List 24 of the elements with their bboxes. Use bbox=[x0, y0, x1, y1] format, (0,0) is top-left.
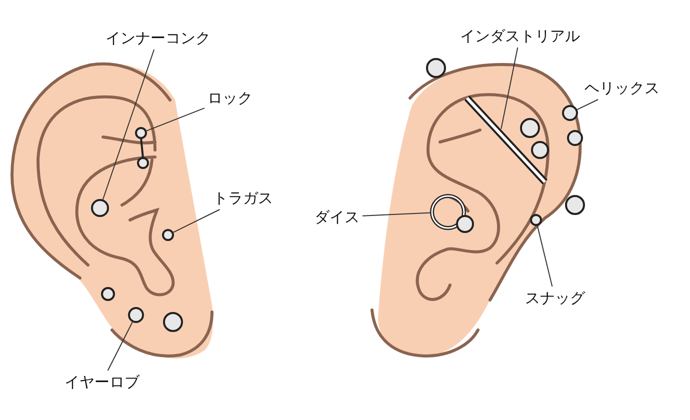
leader-line bbox=[146, 108, 205, 132]
leader-line bbox=[102, 49, 155, 200]
leader-line bbox=[536, 225, 553, 287]
leader-line bbox=[362, 212, 432, 216]
piercing-stud bbox=[161, 228, 175, 242]
piercing-stud bbox=[134, 126, 148, 140]
part-label: イヤーロブ bbox=[64, 374, 140, 390]
leader-line bbox=[500, 47, 518, 130]
part-label: インダストリアル bbox=[460, 28, 580, 44]
part-label: ヘリックス bbox=[584, 80, 660, 96]
piercing-stud bbox=[529, 213, 543, 227]
part-label: トラガス bbox=[213, 190, 273, 206]
part-label: インナーコンク bbox=[106, 30, 210, 46]
industrial-barbell bbox=[463, 94, 549, 186]
leader-line bbox=[576, 99, 599, 110]
leader-line bbox=[107, 322, 133, 371]
part-label: ロック bbox=[208, 90, 252, 106]
piercing-stud bbox=[127, 306, 145, 324]
part-label: ダイス bbox=[314, 208, 360, 225]
leader-line bbox=[172, 209, 220, 233]
captive-bead-ring bbox=[430, 194, 474, 233]
part-label: スナッグ bbox=[525, 290, 585, 306]
piercing-stud bbox=[561, 104, 579, 122]
piercing-stud bbox=[90, 198, 110, 218]
